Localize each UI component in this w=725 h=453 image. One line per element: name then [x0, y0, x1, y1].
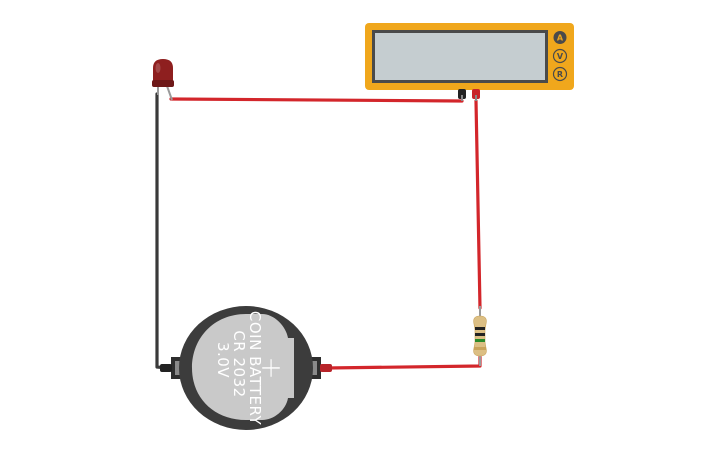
led-anode-leg — [166, 85, 173, 101]
led-highlight — [155, 63, 161, 73]
wire-led-to-battery[interactable] — [155, 92, 170, 370]
mode-label-r: R — [557, 70, 563, 79]
resistor[interactable] — [473, 306, 487, 366]
battery-positive-pin — [320, 364, 332, 372]
led[interactable] — [152, 59, 174, 101]
mode-label-a: A — [557, 33, 564, 42]
multimeter[interactable]: A V R — [365, 23, 574, 101]
resistor-band-2 — [475, 333, 485, 336]
multimeter-screen — [375, 33, 545, 80]
wire-meter-to-resistor[interactable] — [474, 99, 482, 310]
resistor-band-1 — [475, 327, 485, 330]
resistor-band-3 — [475, 339, 485, 342]
meter-black-terminal[interactable] — [458, 89, 466, 101]
battery-face — [192, 314, 294, 420]
battery-polarity-plus: + — [256, 356, 289, 379]
led-rim — [152, 80, 174, 87]
battery-label-line3: 3.0V — [214, 342, 232, 378]
coin-battery[interactable]: COIN BATTERY CR 2032 3.0V + — [160, 306, 332, 430]
battery-label-line1: COIN BATTERY — [246, 311, 264, 426]
battery-label-line2: CR 2032 — [230, 330, 248, 397]
mode-button-v[interactable]: V — [552, 48, 568, 64]
resistor-band-4 — [474, 347, 486, 350]
battery-negative-pin — [160, 364, 172, 372]
wire-resistor-to-battery[interactable] — [325, 355, 482, 370]
mode-button-a[interactable]: A — [553, 31, 567, 44]
mode-label-v: V — [557, 52, 564, 61]
meter-red-terminal[interactable] — [472, 89, 480, 101]
mode-button-r[interactable]: R — [552, 66, 568, 82]
led-body — [153, 59, 173, 82]
wire-led-to-meter[interactable] — [169, 97, 464, 103]
